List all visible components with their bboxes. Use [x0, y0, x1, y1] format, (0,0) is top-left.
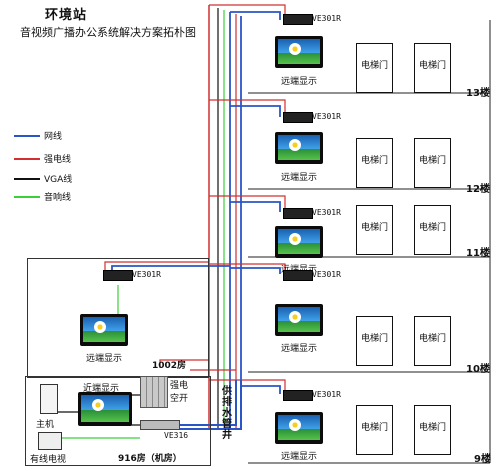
floor-label: 12楼: [466, 184, 490, 195]
display-caption: 远端显示: [86, 354, 123, 364]
display-caption: 远端显示: [281, 344, 318, 354]
legend-swatch-power: [14, 158, 40, 160]
vertical-trunk: [208, 5, 242, 430]
legend-swatch-vga: [14, 178, 40, 180]
floor-label: 13楼: [466, 88, 490, 99]
feeder-10: [209, 263, 286, 274]
breaker-label-2: 空开: [170, 394, 189, 404]
elevator-door: 电梯门: [414, 316, 451, 366]
monitor-icon: [80, 314, 128, 346]
ve301r-device: [283, 390, 313, 401]
legend-label-network: 网线: [44, 132, 63, 142]
floor-label: 11楼: [466, 248, 490, 259]
room-916-label: 916房（机房）: [118, 454, 182, 464]
monitor-icon: [78, 392, 132, 426]
ve301r-device: [283, 14, 313, 25]
ve301r-label: VE301R: [312, 14, 341, 23]
monitor-icon: [275, 412, 323, 444]
page-title: 环境站: [45, 8, 88, 23]
ve301r-device: [103, 270, 133, 281]
room-916-frame: [25, 376, 211, 466]
room-1002-frame: [27, 258, 209, 378]
legend-label-vga: VGA线: [44, 175, 73, 185]
host-label: 主机: [36, 420, 55, 430]
page-subtitle: 音视频广播办公系统解决方案拓朴图: [20, 26, 196, 39]
elevator-door: 电梯门: [414, 205, 451, 255]
feeder-13: [209, 4, 286, 20]
legend-label-audio: 音响线: [44, 193, 72, 203]
ve316-switch-icon: [140, 420, 180, 430]
elevator-door: 电梯门: [356, 138, 393, 188]
monitor-icon: [275, 132, 323, 164]
cable-tv-box-icon: [38, 432, 62, 450]
display-caption: 远端显示: [281, 452, 318, 462]
legend-swatch-audio: [14, 196, 40, 198]
ve301r-label: VE301R: [312, 270, 341, 279]
display-caption: 近端显示: [83, 384, 120, 394]
feeder-9: [209, 379, 286, 394]
ve301r-device: [283, 270, 313, 281]
ve301r-label: VE301R: [312, 390, 341, 399]
floor-lines: [248, 92, 490, 464]
floor-label: 10楼: [466, 364, 490, 375]
legend-label-power: 强电线: [44, 155, 72, 165]
elevator-door: 电梯门: [356, 405, 393, 455]
elevator-door: 电梯门: [356, 316, 393, 366]
pc-tower-icon: [40, 384, 58, 414]
feeder-12: [209, 99, 286, 117]
elevator-door: 电梯门: [356, 205, 393, 255]
breaker-label-1: 强电: [170, 381, 189, 391]
monitor-icon: [275, 36, 323, 68]
ve301r-device: [283, 112, 313, 123]
breaker-panel-icon: [140, 376, 168, 408]
elevator-door: 电梯门: [414, 43, 451, 93]
floor-label: 9楼: [474, 454, 491, 465]
elevator-door: 电梯门: [356, 43, 393, 93]
cable-tv-label: 有线电视: [30, 455, 67, 465]
machine-room-wiring: [50, 359, 242, 439]
display-caption: 远端显示: [281, 173, 318, 183]
elevator-door: 电梯门: [414, 138, 451, 188]
shaft-label: 供排水管井: [222, 386, 232, 441]
elevator-door: 电梯门: [414, 405, 451, 455]
room-1002-label: 1002房: [152, 361, 187, 371]
monitor-icon: [275, 304, 323, 336]
ve301r-label: VE301R: [312, 112, 341, 121]
ve301r-label: VE301R: [312, 208, 341, 217]
legend-swatch-network: [14, 135, 40, 137]
ve301r-label: VE301R: [132, 270, 161, 279]
ve301r-device: [283, 208, 313, 219]
feeder-11: [209, 195, 286, 212]
display-caption: 远端显示: [281, 77, 318, 87]
monitor-icon: [275, 226, 323, 258]
ve316-label: VE316: [164, 431, 189, 440]
